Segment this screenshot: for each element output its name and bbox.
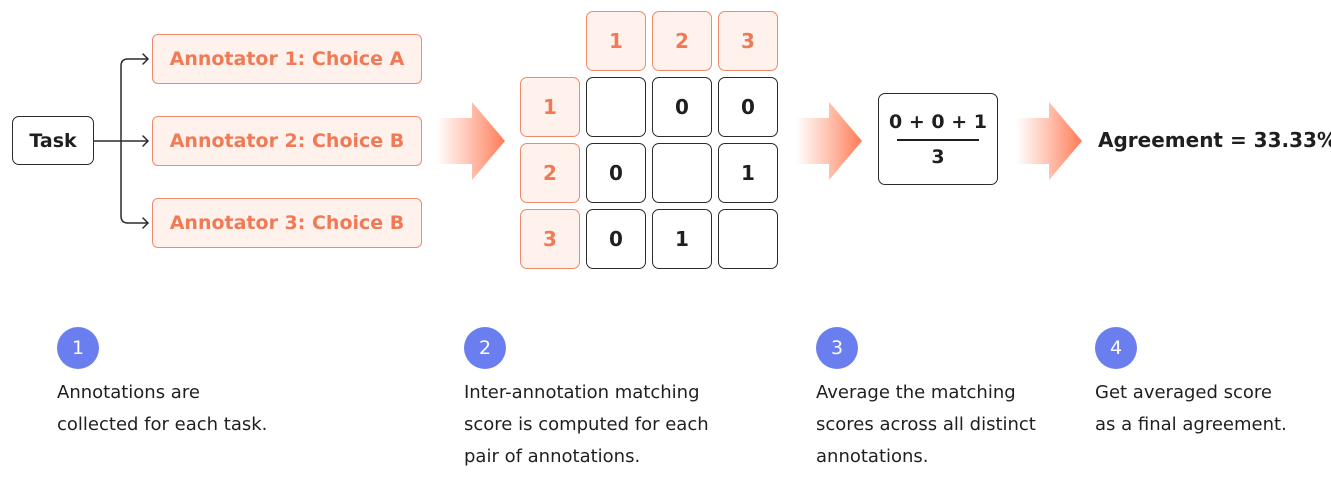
matrix-cell-2-2 — [652, 143, 712, 203]
fraction-bar — [897, 138, 979, 141]
matrix-row-header-2: 2 — [520, 143, 580, 203]
step-2-description: Inter-annotation matching score is compu… — [464, 377, 709, 473]
task-box: Task — [12, 116, 94, 165]
arrow-1-icon — [436, 102, 505, 180]
step-2-badge: 2 — [464, 327, 506, 369]
step-1-line-1: Annotations are — [57, 382, 200, 403]
step-1-line-2: collected for each task. — [57, 414, 268, 435]
formula-denominator: 3 — [931, 145, 945, 168]
step-3-line-1: Average the matching — [816, 382, 1016, 403]
matrix-cell-1-3: 0 — [718, 77, 778, 137]
formula-box: 0 + 0 + 1 3 — [878, 93, 998, 185]
step-3-description: Average the matching scores across all d… — [816, 377, 1036, 473]
step-3-line-3: annotations. — [816, 446, 929, 467]
annotator-2-box: Annotator 2: Choice B — [152, 116, 422, 166]
matrix-cell-3-2: 1 — [652, 209, 712, 269]
arrow-3-icon — [1016, 102, 1082, 180]
arrow-2-icon — [796, 102, 862, 180]
matrix-cell-1-2: 0 — [652, 77, 712, 137]
matrix-cell-3-3 — [718, 209, 778, 269]
step-1-badge: 1 — [57, 327, 99, 369]
annotator-1-box: Annotator 1: Choice A — [152, 34, 422, 84]
step-4-line-2: as a final agreement. — [1095, 414, 1287, 435]
matrix-cell-3-1: 0 — [586, 209, 646, 269]
annotator-3-box: Annotator 3: Choice B — [152, 198, 422, 248]
step-2-line-3: pair of annotations. — [464, 446, 641, 467]
step-2-line-1: Inter-annotation matching — [464, 382, 700, 403]
step-2-line-2: score is computed for each — [464, 414, 709, 435]
matrix-col-header-1: 1 — [586, 11, 646, 71]
matrix-cell-2-3: 1 — [718, 143, 778, 203]
step-3-line-2: scores across all distinct — [816, 414, 1036, 435]
matrix-cell-2-1: 0 — [586, 143, 646, 203]
step-4-line-1: Get averaged score — [1095, 382, 1273, 403]
matrix-row-header-1: 1 — [520, 77, 580, 137]
step-4-badge: 4 — [1095, 327, 1137, 369]
matrix-col-header-2: 2 — [652, 11, 712, 71]
matrix-col-header-3: 3 — [718, 11, 778, 71]
formula-numerator: 0 + 0 + 1 — [889, 110, 987, 133]
step-3-badge: 3 — [816, 327, 858, 369]
agreement-result: Agreement = 33.33% — [1098, 128, 1331, 152]
matrix-cell-1-1 — [586, 77, 646, 137]
step-4-description: Get averaged score as a final agreement. — [1095, 377, 1287, 441]
matrix-row-header-3: 3 — [520, 209, 580, 269]
step-1-description: Annotations are collected for each task. — [57, 377, 267, 441]
